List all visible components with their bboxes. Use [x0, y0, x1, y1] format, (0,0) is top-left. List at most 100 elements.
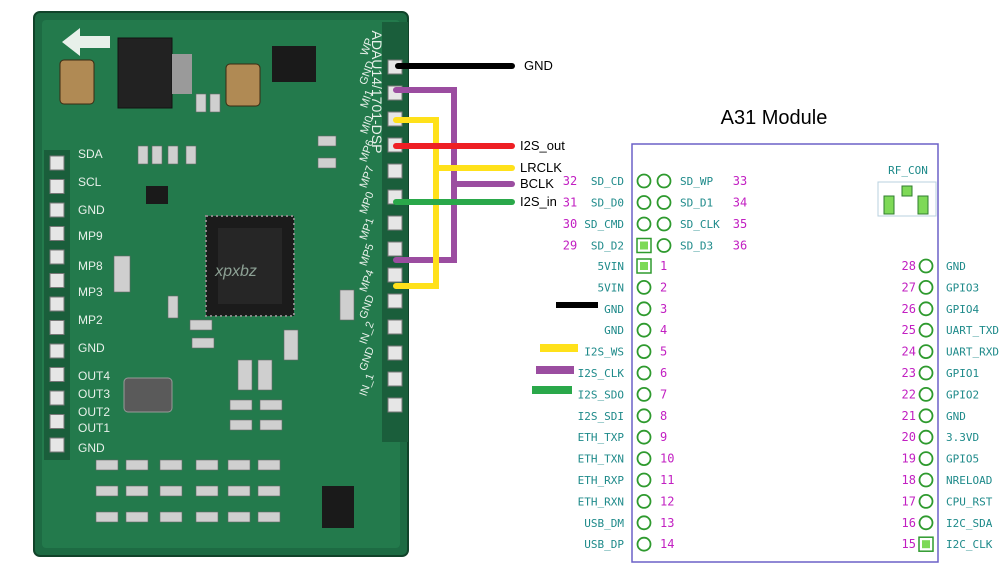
pin-pad: [636, 195, 652, 210]
header-pin: [49, 367, 65, 382]
pin-pad: [636, 322, 652, 338]
module-pin-label: GND: [604, 324, 624, 337]
dsp-board: ADAU14/1701-DSP SDASCLGNDMP9MP8MP3MP2GND…: [10, 10, 410, 560]
pin-pad: [636, 301, 652, 317]
sd-pin-number: 34: [733, 196, 747, 210]
module-pin-label: UART_TXD: [946, 324, 999, 337]
header-pin: [49, 202, 65, 218]
header-pin: [387, 293, 403, 309]
module-pin-label: 5VIN: [598, 281, 625, 294]
module-pin-label: NRELOAD: [946, 474, 992, 487]
header-pin: [49, 296, 65, 312]
sd-pin-number: 33: [733, 174, 747, 188]
module-pin-label: I2S_CLK: [578, 367, 625, 380]
module-title: A31 Module: [721, 107, 828, 129]
sd-pin-number: 32: [563, 174, 577, 188]
module-pin-label: ETH_TXN: [578, 453, 624, 466]
sd-pin-number: 30: [563, 217, 577, 231]
label-i2s-in: I2S_in: [520, 194, 557, 209]
module-pin-number: 3: [660, 302, 667, 316]
pin-pad: [918, 472, 934, 488]
pin-pad: [636, 365, 652, 381]
module-pin-label: I2S_SDI: [578, 410, 624, 423]
module-pin-number: 22: [902, 387, 916, 401]
header-pin: [387, 215, 403, 231]
module-pin-label: 3.3VD: [946, 431, 979, 444]
module-pin-number: 2: [660, 280, 667, 294]
board-title: ADAU14/1701-DSP: [369, 31, 385, 154]
board-pin-label: MP8: [78, 259, 103, 273]
pin-pad: [636, 344, 652, 360]
module-pin-number: 8: [660, 409, 667, 423]
module-pin-label: 5VIN: [598, 260, 625, 273]
board-pin-label: GND: [78, 441, 105, 455]
wire-labels: GND I2S_out LRCLK BCLK I2S_in: [520, 58, 565, 209]
pin-pad: [918, 301, 934, 317]
board-pin-label: GND: [78, 203, 105, 217]
pin-pad-fill: [640, 262, 648, 270]
header-pin: [387, 163, 403, 179]
board-pin-label: MP9: [78, 229, 103, 243]
module-pin-number: 1: [660, 259, 667, 273]
pin-pad: [656, 238, 672, 253]
module-pin-label: USB_DP: [584, 538, 624, 551]
sd-pin-label: SD_D0: [591, 197, 624, 210]
pin-pad: [656, 173, 672, 189]
sd-pin-label: SD_CMD: [584, 218, 624, 231]
header-pin: [387, 267, 403, 283]
module-pin-number: 9: [660, 430, 667, 444]
pin-pad: [636, 493, 652, 509]
pin-pad: [918, 344, 934, 360]
pin-pad: [918, 386, 934, 402]
pin-pad: [636, 472, 652, 488]
module-pin-label: I2S_WS: [584, 346, 624, 359]
module-pin-label: ETH_TXP: [578, 431, 625, 444]
module-pin-number: 25: [902, 323, 916, 337]
module-pin-label: I2C_CLK: [946, 538, 993, 551]
pin-pad: [918, 451, 934, 467]
header-pin: [49, 249, 65, 265]
board-pin-label: WP: [359, 37, 376, 58]
pin-pad: [636, 279, 652, 295]
sd-pin-label: SD_CD: [591, 175, 624, 188]
pin-pad: [656, 195, 672, 210]
pin-pad: [918, 493, 934, 509]
label-lrclk: LRCLK: [520, 160, 562, 175]
header-pin: [49, 414, 65, 429]
board-pin-label: MI0: [358, 114, 376, 135]
label-i2s-out: I2S_out: [520, 138, 565, 153]
label-gnd: GND: [524, 58, 553, 73]
module-pin-number: 12: [660, 494, 674, 508]
header-pin: [49, 320, 65, 335]
arrow-icon: [62, 28, 110, 56]
header-pin: [49, 155, 65, 171]
module-pin-number: 23: [902, 366, 916, 380]
header-pin: [49, 437, 65, 453]
label-bclk: BCLK: [520, 176, 554, 191]
pin-pad: [918, 258, 934, 274]
module-pin-number: 18: [902, 473, 916, 487]
pin-pad: [918, 322, 934, 338]
sd-pin-number: 29: [563, 239, 577, 253]
board-pin-label: MP2: [78, 313, 103, 327]
pin-pad: [636, 536, 652, 552]
board-watermark: xpxbz: [214, 263, 257, 280]
board-pin-label: MP3: [78, 285, 103, 299]
module-pin-label: I2S_SDO: [578, 388, 624, 401]
header-pin: [49, 273, 65, 288]
module-pin-number: 27: [902, 280, 916, 294]
module-pin-label: GPIO4: [946, 303, 979, 316]
board-pin-label: SDA: [78, 147, 103, 161]
sd-pin-label: SD_D3: [680, 240, 713, 253]
pin-pad: [636, 515, 652, 531]
header-pin: [49, 390, 65, 406]
module-pin-number: 28: [902, 259, 916, 273]
pin-pad: [918, 279, 934, 295]
module-pin-number: 21: [902, 409, 916, 423]
board-pin-label: OUT4: [78, 369, 110, 383]
board-pin-label: GND: [78, 341, 105, 355]
